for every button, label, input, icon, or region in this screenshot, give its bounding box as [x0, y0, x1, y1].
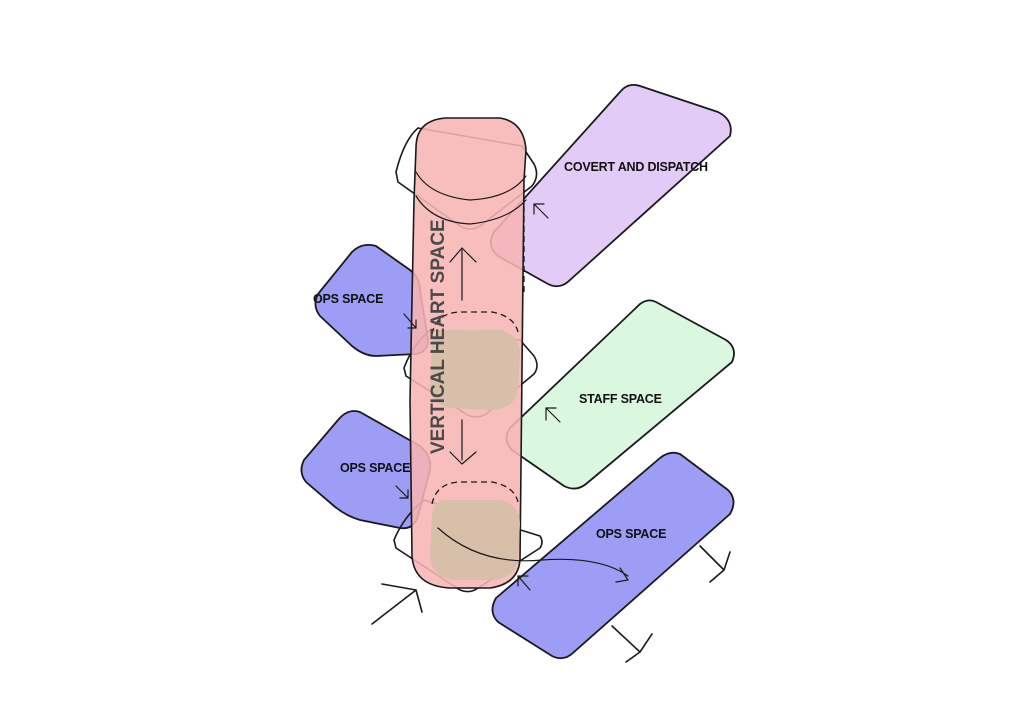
ops-space-middle-label: OPS SPACE: [340, 461, 410, 475]
staff-space-label: STAFF SPACE: [579, 392, 662, 406]
circulation-arrow-icon: [533, 203, 549, 219]
circulation-arrow-icon: [545, 407, 561, 423]
exit-arrow-icon: [699, 545, 731, 583]
bottom-landing: [430, 500, 520, 580]
bottom-floor-plate: [393, 499, 543, 593]
covert-dispatch-label: COVERT AND DISPATCH: [564, 160, 708, 174]
covert-dispatch-zone: [489, 83, 732, 288]
ops-space-lower-label: OPS SPACE: [596, 527, 666, 541]
bottom-landing-dash: [431, 481, 519, 505]
ops-space-middle-slab: OPS SPACE: [300, 410, 432, 530]
core-cap-ring-2: [415, 195, 527, 225]
ops-space-upper-label: OPS SPACE: [313, 292, 383, 306]
vertical-heart-label: VERTICAL HEART SPACE: [428, 219, 449, 454]
ops-space-lower-zone: [491, 451, 735, 660]
circulation-arrow-icon: [449, 419, 477, 465]
ops-space-upper-slab: OPS SPACE: [313, 243, 429, 357]
staff-space-slab: STAFF SPACE: [505, 299, 735, 490]
ops-space-lower-slab: OPS SPACE: [491, 451, 735, 660]
circulation-arrow-icon: [403, 313, 417, 329]
staff-space-zone: [505, 299, 735, 490]
circulation-arrow-icon: [449, 247, 477, 301]
circulation-arrow-icon: [395, 485, 409, 499]
circulation-arrows: [395, 203, 629, 591]
covert-dispatch-slab: COVERT AND DISPATCH: [489, 83, 732, 288]
middle-landing: [430, 330, 520, 410]
middle-landing-dash: [431, 311, 519, 335]
circulation-arrow-icon: [437, 527, 629, 583]
core-cap-ring-1: [415, 171, 527, 201]
entry-arrow-icon: [371, 583, 423, 625]
exit-arrow-icon: [611, 625, 653, 663]
circulation-arrow-icon: [517, 575, 531, 591]
vertical-heart-core: VERTICAL HEART SPACE: [409, 117, 527, 589]
